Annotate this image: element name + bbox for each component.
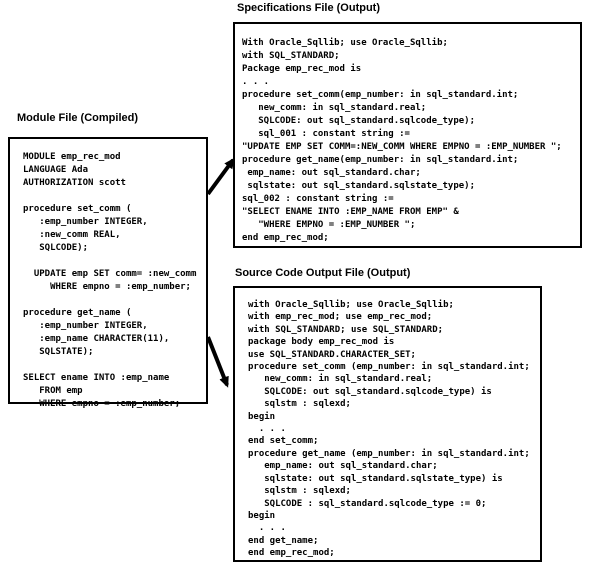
module-file-code: MODULE emp_rec_mod LANGUAGE Ada AUTHORIZ… [23,152,197,409]
arrow-module-to-source-icon [206,336,229,388]
specifications-file-title: Specifications File (Output) [237,2,381,14]
arrow-module-to-specifications-icon [206,157,235,196]
source-code-output-file-code: with Oracle_Sqllib; use Oracle_Sqllib; w… [248,300,530,559]
module-file-box: MODULE emp_rec_mod LANGUAGE Ada AUTHORIZ… [8,137,208,409]
source-code-output-file-title: Source Code Output File (Output) [235,267,411,279]
specifications-file-box: With Oracle_Sqllib; use Oracle_Sqllib; w… [233,22,582,248]
module-file-title: Module File (Compiled) [17,112,138,124]
specifications-file-code: With Oracle_Sqllib; use Oracle_Sqllib; w… [242,38,562,243]
source-code-output-file-box: with Oracle_Sqllib; use Oracle_Sqllib; w… [233,286,542,562]
